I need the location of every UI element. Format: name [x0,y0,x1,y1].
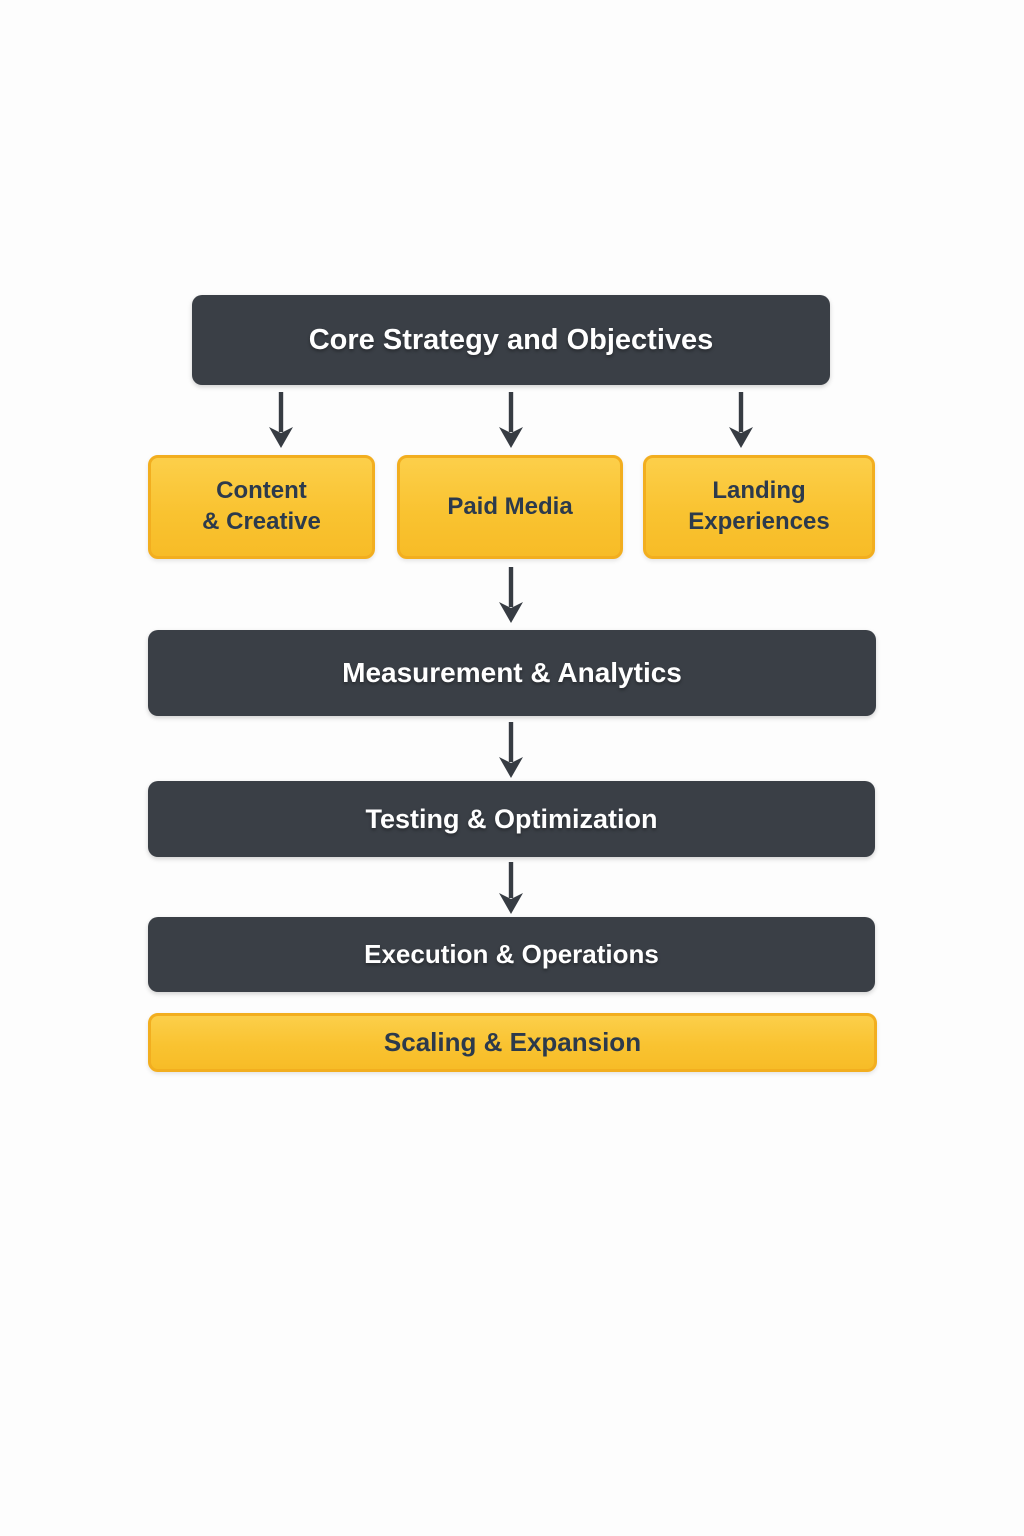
arrow-down-icon [496,862,526,914]
flow-box-paid-media: Paid Media [397,455,623,559]
flow-box-content-creative: Content & Creative [148,455,375,559]
arrow-down-icon [496,567,526,623]
arrow-down-icon [726,392,756,448]
flow-box-execution-operations: Execution & Operations [148,917,875,992]
arrow-down-icon [496,392,526,448]
arrow-down-icon [266,392,296,448]
flow-box-core-strategy: Core Strategy and Objectives [192,295,830,385]
arrow-down-icon [496,722,526,778]
flow-box-landing-experiences: Landing Experiences [643,455,875,559]
flow-box-testing-optimization: Testing & Optimization [148,781,875,857]
flow-box-measurement-analytics: Measurement & Analytics [148,630,876,716]
flow-box-scaling-expansion: Scaling & Expansion [148,1013,877,1072]
